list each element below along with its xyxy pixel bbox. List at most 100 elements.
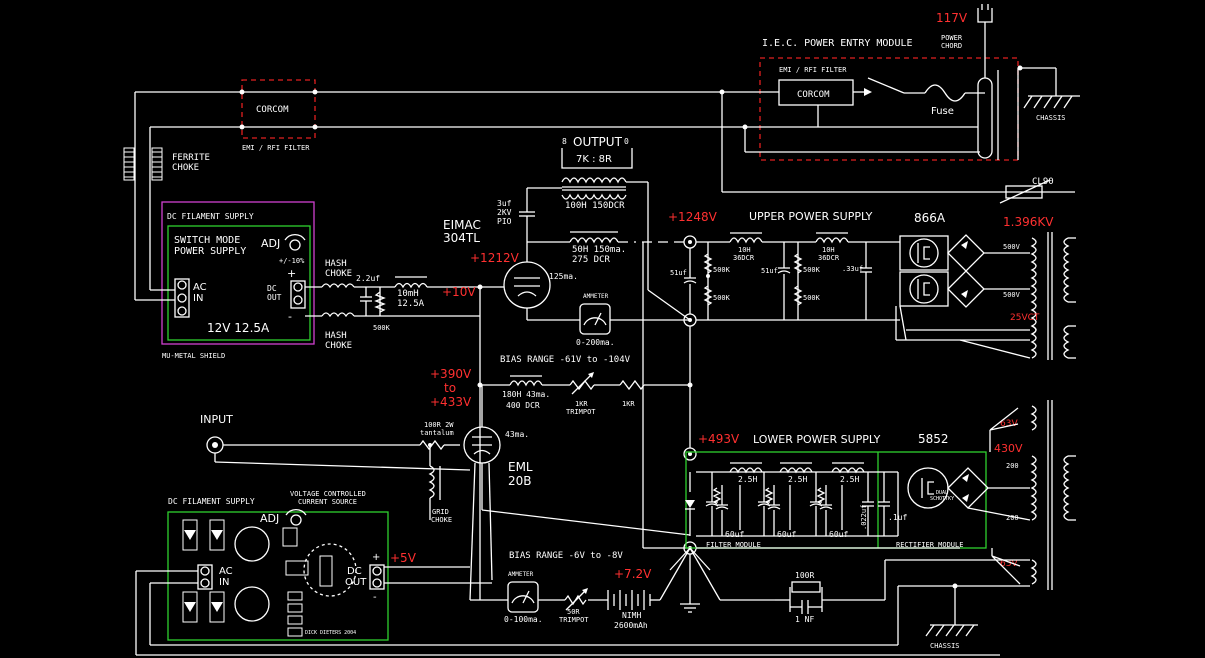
iec-corcom-label: CORCOM [797, 90, 830, 100]
bias-range-top-label: BIAS RANGE -61V to -104V [500, 355, 631, 365]
v117-label: 117V [936, 11, 968, 25]
iec-module-label: I.E.C. POWER ENTRY MODULE [762, 38, 913, 49]
v10-label: +10V [442, 285, 476, 299]
dc-fil-top-label: DC FILAMENT SUPPLY [167, 212, 254, 221]
v72-label: +7.2V [614, 567, 652, 581]
corcom-left-label: CORCOM [256, 105, 289, 115]
iec-emi-filter-label: EMI / RFI FILTER [779, 66, 847, 74]
rating-top-label: 12V 12.5A [207, 321, 270, 335]
dc-fil-bottom-label: DC FILAMENT SUPPLY [168, 497, 255, 506]
v493-label: +493V [698, 432, 740, 446]
output-dcr-label: 100H 150DCR [565, 201, 625, 211]
tube-5852-label: 5852 [918, 432, 949, 446]
sec-500v-b-label: 500V [1003, 291, 1021, 299]
sec-63v-b-label: 63V [1000, 559, 1018, 569]
bias-range-bottom-label: BIAS RANGE -6V to -8V [509, 551, 623, 561]
output-0-label: 0 [624, 137, 629, 146]
sec-200-b-label: 200 [1006, 514, 1019, 522]
mu-metal-label: MU-METAL SHIELD [162, 352, 225, 360]
sec-63v-a-label: 63V [1000, 419, 1018, 429]
choke-50h-label: 50H 150ma.275 DCR [572, 245, 626, 265]
fuse-label: Fuse [931, 106, 954, 117]
adj-bottom-label: ADJ [260, 512, 279, 525]
cap-22uf-label: 2.2uf [356, 274, 380, 283]
v1248-label: +1248V [668, 210, 718, 224]
svg-text:+: + [287, 267, 296, 280]
sec-430v-label: 430V [994, 442, 1023, 455]
v1396-label: 1.396KV [1003, 215, 1054, 229]
choke-25h-c-label: 2.5H [840, 475, 859, 484]
sec-25vct-label: 25VCT [1010, 313, 1040, 323]
cap-33uf-label: .33uf [842, 265, 863, 273]
res-500k-b-label: 500K [713, 294, 731, 302]
chassis-bottom-label: CHASSIS [930, 642, 960, 650]
cap-60uf-c-label: 60uf [829, 530, 848, 539]
choke-25h-b-label: 2.5H [788, 475, 807, 484]
cap-51uf-a-label: 51uf [670, 269, 687, 277]
output-label: OUTPUT [573, 135, 623, 149]
output-imp-label: 7K : 8R [576, 154, 612, 165]
sec-200-a-label: 200 [1006, 462, 1019, 470]
cap-1nf-label: 1 NF [795, 615, 814, 624]
cap-51uf-b-label: 51uf [761, 267, 778, 275]
cl90-label: CL90 [1032, 177, 1054, 187]
ma43-label: 43ma. [505, 430, 529, 439]
emi-filter-left-label: EMI / RFI FILTER [242, 144, 310, 152]
ammeter-bottom-label: AMMETER [508, 571, 534, 578]
filter-module-label: FILTER MODULE [706, 541, 761, 549]
res-500k-a-label: 500K [713, 266, 731, 274]
ammeter-range-bottom-label: 0-100ma. [504, 615, 543, 624]
adj-top-label: ADJ [261, 237, 280, 250]
sec-500v-a-label: 500V [1003, 243, 1021, 251]
res-100r-b-label: 100R [795, 571, 814, 580]
cap-022uf-label: .022uf [860, 505, 868, 530]
svg-text:+: + [372, 552, 380, 563]
res-500k-fil-label: 500K [373, 324, 391, 332]
svg-text:-: - [373, 592, 377, 603]
v1212-label: +1212V [470, 251, 520, 265]
cap-60uf-b-label: 60uf [777, 530, 796, 539]
upper-ps-label: UPPER POWER SUPPLY [749, 210, 873, 223]
lower-ps-label: LOWER POWER SUPPLY [753, 433, 881, 446]
svg-text:-: - [288, 310, 292, 323]
choke-25h-a-label: 2.5H [738, 475, 757, 484]
choke-180h-label: 180H 43ma.400 DCR [502, 390, 550, 410]
ma125-label: 125ma. [549, 272, 578, 281]
res-500k-c-label: 500K [803, 266, 821, 274]
adj-pct-label: +/-10% [279, 257, 305, 265]
res-500k-d-label: 500K [803, 294, 821, 302]
rectifier-module-label: RECTIFIER MODULE [896, 541, 963, 549]
output-8-label: 8 [562, 137, 567, 146]
maker-label: DICK DIETERS 2004 [305, 630, 356, 636]
cap-60uf-a-label: 60uf [725, 530, 744, 539]
chassis-top-label: CHASSIS [1036, 114, 1066, 122]
iec-power-entry-module: I.E.C. POWER ENTRY MODULE EMI / RFI FILT… [759, 4, 1080, 161]
v5-label: +5V [390, 551, 417, 565]
ammeter-range-top-label: 0-200ma. [576, 338, 615, 347]
res-1kr-label: 1KR [622, 400, 635, 408]
